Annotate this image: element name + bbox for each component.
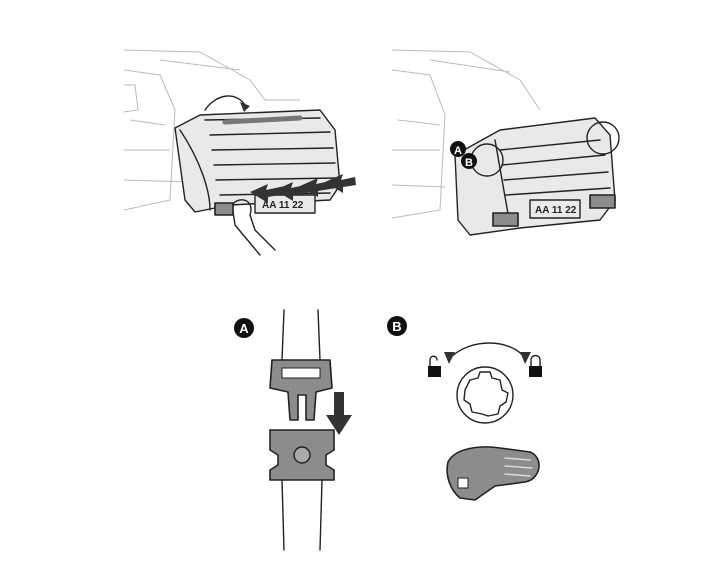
plate-text-partial: AA 11 22 — [262, 200, 304, 211]
badge-a: A — [234, 318, 254, 338]
push-arrows-icon — [250, 174, 356, 203]
tail-light-left — [214, 202, 234, 216]
key — [446, 446, 540, 501]
badge-b: B — [387, 316, 407, 336]
detail-a-buckle: A — [234, 309, 352, 551]
svg-text:A: A — [454, 145, 462, 157]
panel-closed-box: AA 11 22 A B — [391, 49, 620, 236]
badge-a-small: A — [450, 141, 466, 157]
plate-text: AA 11 22 — [535, 205, 577, 216]
detail-b-lock: B — [387, 316, 542, 501]
tail-light-left-2 — [492, 212, 519, 227]
highlight-circle-b — [586, 121, 620, 155]
car-outline-left — [123, 49, 300, 211]
curved-arrow-icon — [204, 95, 246, 111]
tail-light-right — [589, 194, 616, 209]
down-arrow-icon — [326, 392, 352, 435]
rotate-arrow-icon — [449, 342, 526, 359]
svg-text:B: B — [465, 157, 473, 169]
svg-text:B: B — [392, 319, 401, 334]
plate-right — [529, 199, 581, 219]
locked-icon — [529, 354, 542, 377]
unlocked-icon — [428, 355, 441, 377]
badge-b-small: B — [461, 153, 477, 169]
panel-closing-lid: AA 11 22 — [123, 49, 356, 256]
svg-text:A: A — [239, 321, 249, 336]
